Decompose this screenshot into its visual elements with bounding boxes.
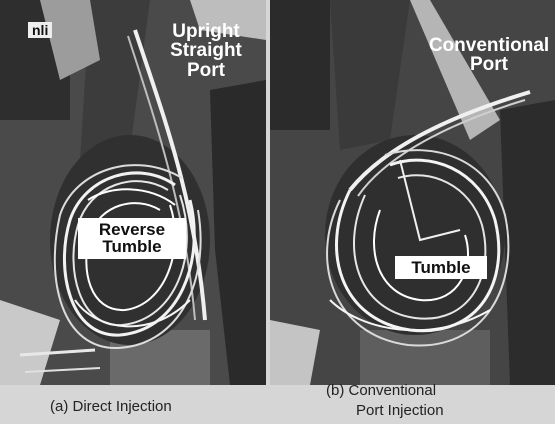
flow-label: Reverse Tumble <box>78 218 186 259</box>
flow-label-line1: Reverse <box>80 221 184 238</box>
caption-b-line2: Port Injection <box>356 402 444 419</box>
port-label-line2: Port <box>420 55 555 74</box>
top-left-label: nli <box>28 22 52 38</box>
port-label-line2: Straight <box>150 41 262 60</box>
panel-direct-injection: nli Upright Straight Port Reverse Tumble <box>0 0 266 385</box>
caption-b-line1: (b) Conventional <box>326 382 436 399</box>
port-label-line3: Port <box>150 61 262 80</box>
caption-a: (a) Direct Injection <box>50 398 172 415</box>
port-label-line1: Upright <box>150 22 262 41</box>
port-label: Upright Straight Port <box>150 22 262 80</box>
port-label: Conventional Port <box>420 36 555 75</box>
flow-label: Tumble <box>395 256 487 279</box>
flow-label-line2: Tumble <box>80 238 184 255</box>
panel-port-injection: Conventional Port Tumble <box>270 0 555 385</box>
port-label-line1: Conventional <box>420 36 555 55</box>
